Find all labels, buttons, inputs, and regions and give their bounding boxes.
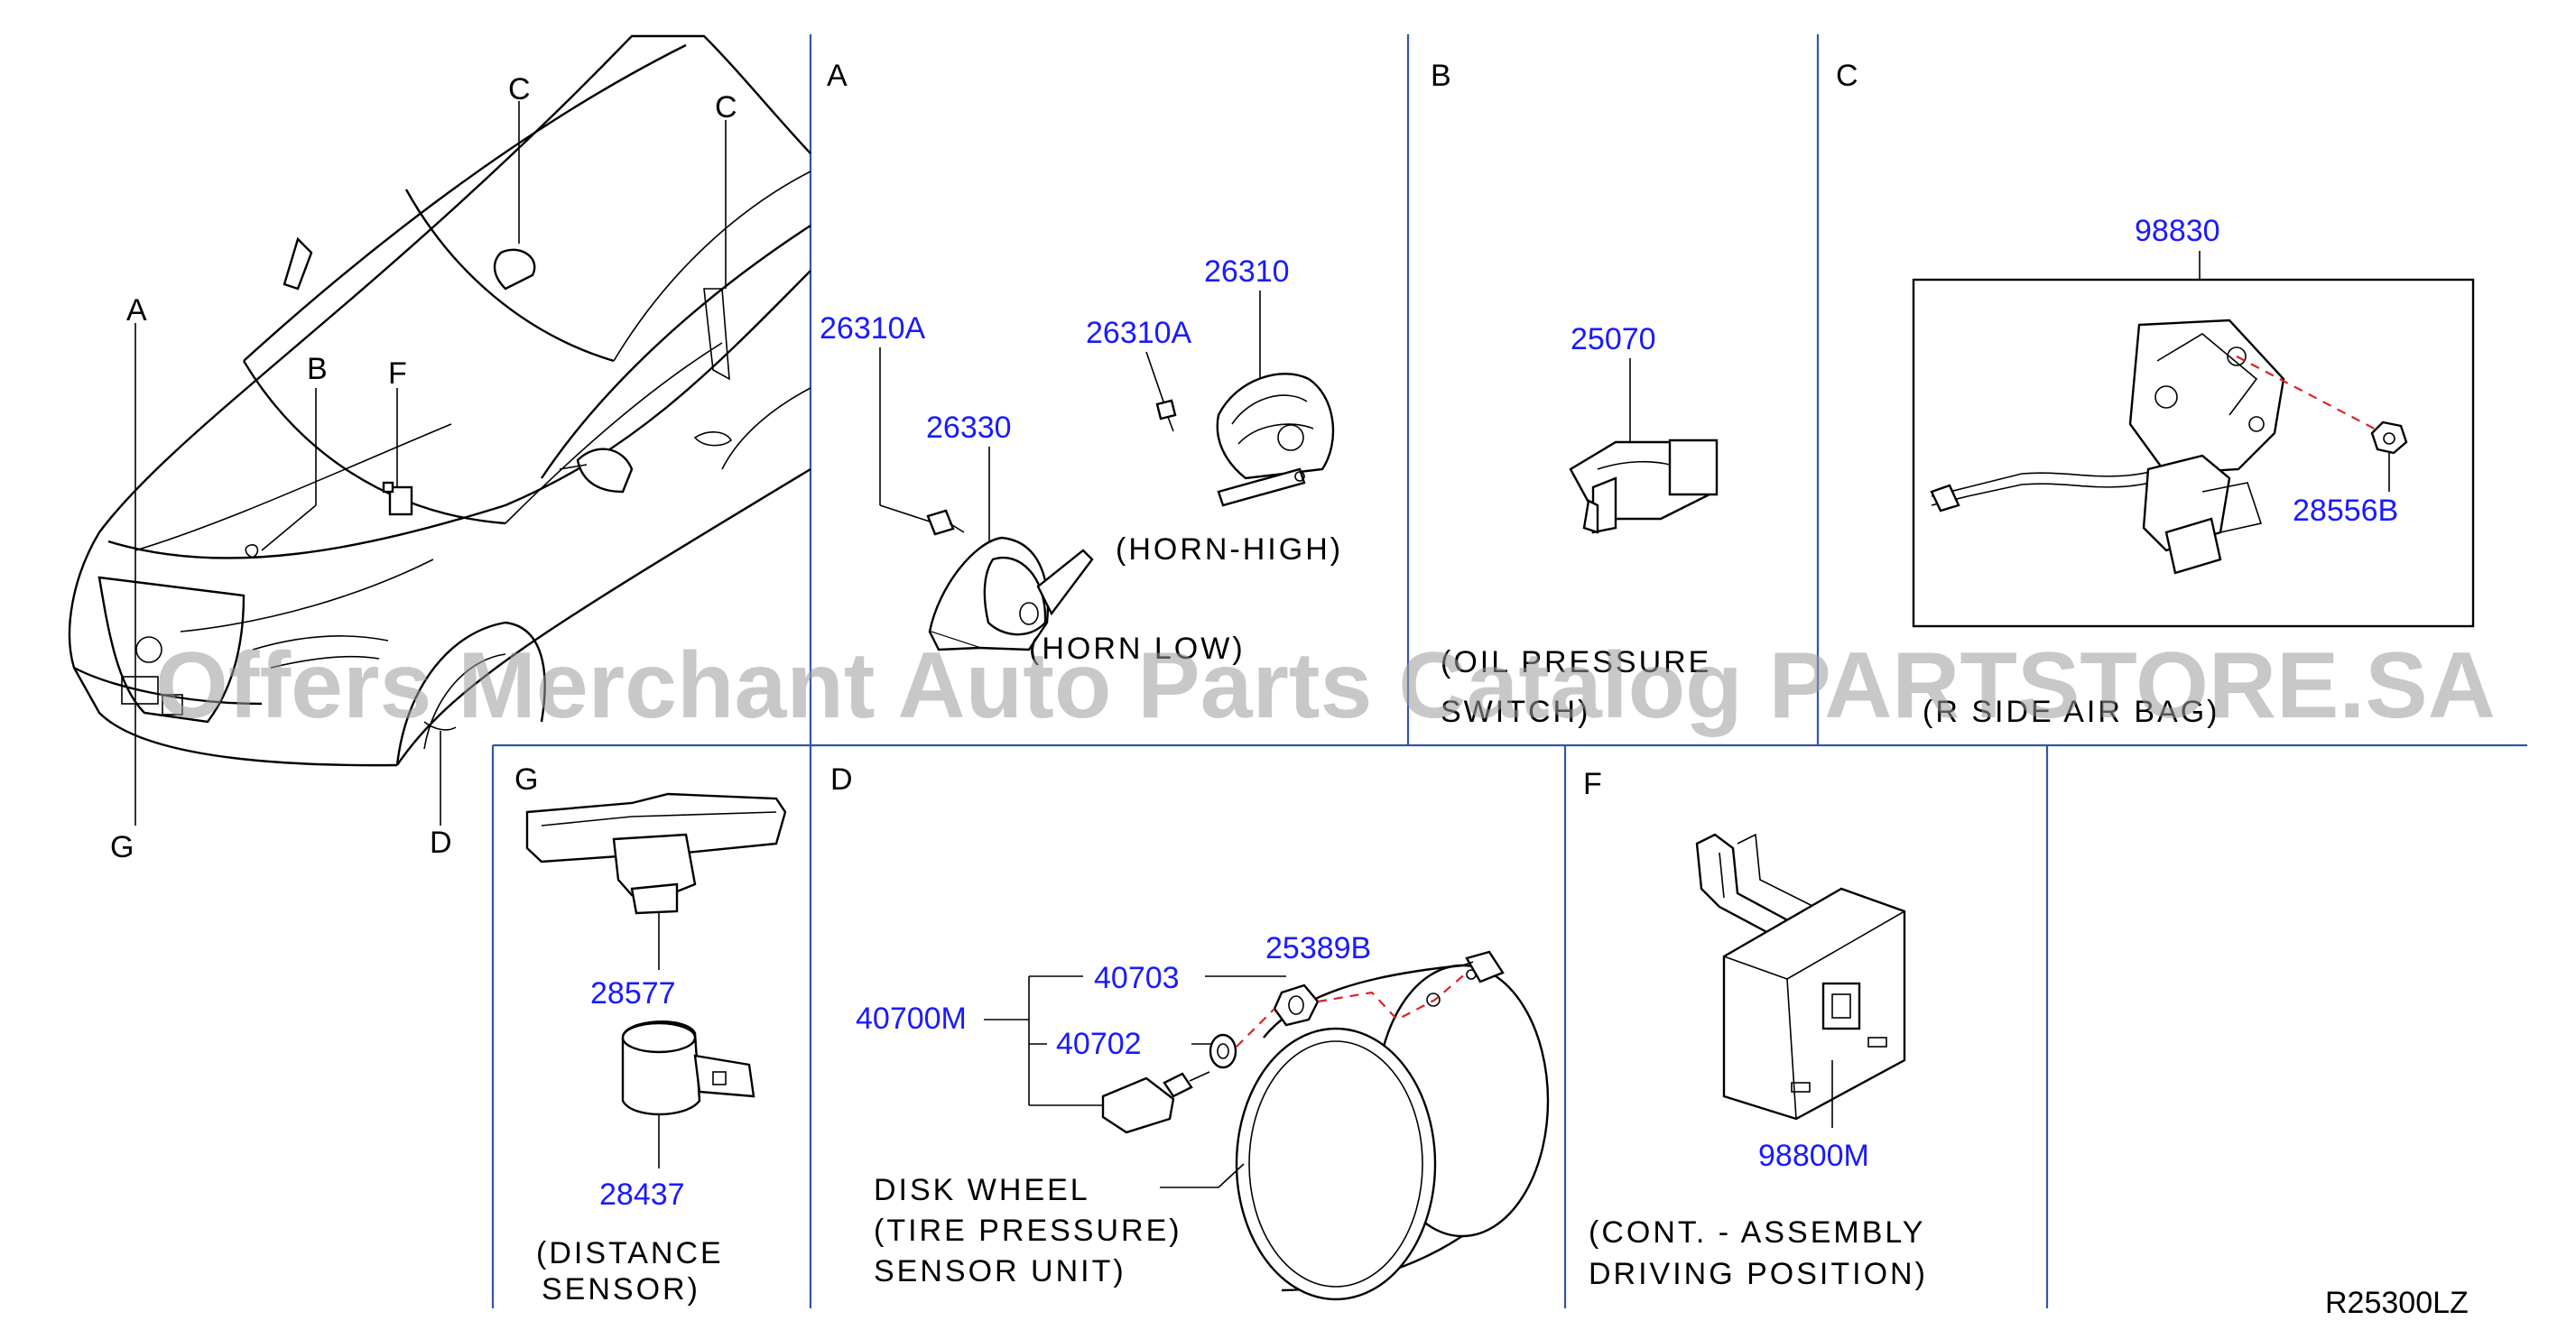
control-assembly-drawing — [1695, 833, 1906, 1121]
section-g-label: G — [514, 762, 538, 797]
caption-disk-line1: DISK WHEEL — [874, 1173, 1090, 1207]
section-f-label: F — [1583, 767, 1602, 801]
part-number-28556b: 28556B — [2293, 494, 2398, 528]
car-label-c-pillar: C — [715, 90, 737, 125]
side-airbag-sensor-drawing — [1930, 319, 2285, 575]
part-number-25389b: 25389B — [1265, 931, 1371, 965]
caption-oil-pressure-line1: (OIL PRESSURE — [1441, 645, 1711, 679]
part-number-25070: 25070 — [1571, 322, 1656, 356]
caption-disk-line3: SENSOR UNIT) — [874, 1254, 1126, 1288]
caption-distance-line1: (DISTANCE — [536, 1236, 724, 1270]
caption-cont-assembly-line2: DRIVING POSITION) — [1589, 1257, 1928, 1291]
part-number-26310a-right: 26310A — [1086, 316, 1192, 350]
nut-icon — [2370, 420, 2408, 455]
section-b-label: B — [1431, 59, 1451, 93]
part-number-28577: 28577 — [590, 976, 676, 1011]
disk-wheel-drawing — [1235, 964, 1550, 1301]
panel-b: B 25070 (OIL PRESSURE SWITCH) — [1431, 59, 1719, 729]
watermark: Offers Merchant Auto Parts Catalog PARTS… — [155, 633, 2496, 738]
part-number-26310: 26310 — [1204, 254, 1290, 289]
grommet-icon — [1209, 1033, 1237, 1069]
section-a-label: A — [827, 59, 848, 93]
caption-horn-high: (HORN-HIGH) — [1116, 532, 1343, 567]
caption-side-air-bag: (R SIDE AIR BAG) — [1923, 695, 2220, 729]
car-label-a: A — [126, 293, 147, 328]
horn-high-drawing — [1216, 373, 1335, 507]
valve-cap-icon — [1461, 950, 1505, 983]
section-d-label: D — [830, 762, 853, 797]
panel-d: D 40703 25389B 40700M 40702 — [830, 762, 1550, 1301]
part-number-98830: 98830 — [2135, 214, 2220, 248]
caption-cont-assembly-line1: (CONT. - ASSEMBLY — [1589, 1215, 1925, 1250]
panel-dividers — [491, 34, 2527, 1308]
panel-f: F 98800M (CONT. - ASSEMBLY DRIVING POSIT… — [1583, 767, 1928, 1291]
oil-pressure-switch-drawing — [1569, 439, 1719, 534]
car-label-g: G — [110, 830, 134, 864]
section-c-label: C — [1836, 59, 1858, 93]
tire-pressure-sensor-drawing — [1101, 1071, 1210, 1134]
car-label-c-roof: C — [508, 72, 531, 106]
panel-c: C 98830 28556B (R SIDE AIR BAG) — [1836, 59, 2475, 729]
part-number-40700m: 40700M — [856, 1002, 967, 1036]
caption-oil-pressure-line2: SWITCH) — [1441, 695, 1590, 729]
car-label-d: D — [430, 826, 452, 860]
part-number-26330: 26330 — [926, 411, 1012, 445]
part-number-26310a-left: 26310A — [820, 311, 926, 346]
distance-sensor-drawing — [621, 1020, 755, 1116]
part-number-98800m: 98800M — [1758, 1139, 1869, 1173]
part-number-28437: 28437 — [599, 1177, 685, 1212]
bolt-icon — [1155, 399, 1177, 432]
part-number-40702: 40702 — [1056, 1027, 1142, 1061]
airbag-group-box — [1912, 278, 2475, 628]
caption-disk-line2: (TIRE PRESSURE) — [874, 1214, 1182, 1248]
valve-nut-icon — [1273, 983, 1320, 1027]
car-label-f: F — [388, 356, 407, 391]
caption-distance-line2: SENSOR) — [542, 1272, 700, 1307]
panel-a: A 26310A 26330 26310A 26310 (HORN LOW) — [820, 59, 1343, 666]
caption-horn-low: (HORN LOW) — [1029, 632, 1246, 666]
part-number-40703: 40703 — [1094, 961, 1180, 995]
car-overview — [68, 34, 811, 826]
car-label-b: B — [307, 352, 328, 386]
panel-g: G 28577 28437 (DISTANCE SENSOR) — [514, 762, 787, 1307]
distance-sensor-bracket-drawing — [525, 792, 787, 915]
bolt-icon — [926, 509, 965, 536]
diagram-code: R25300LZ — [2325, 1286, 2469, 1320]
horn-low-drawing — [928, 536, 1094, 651]
